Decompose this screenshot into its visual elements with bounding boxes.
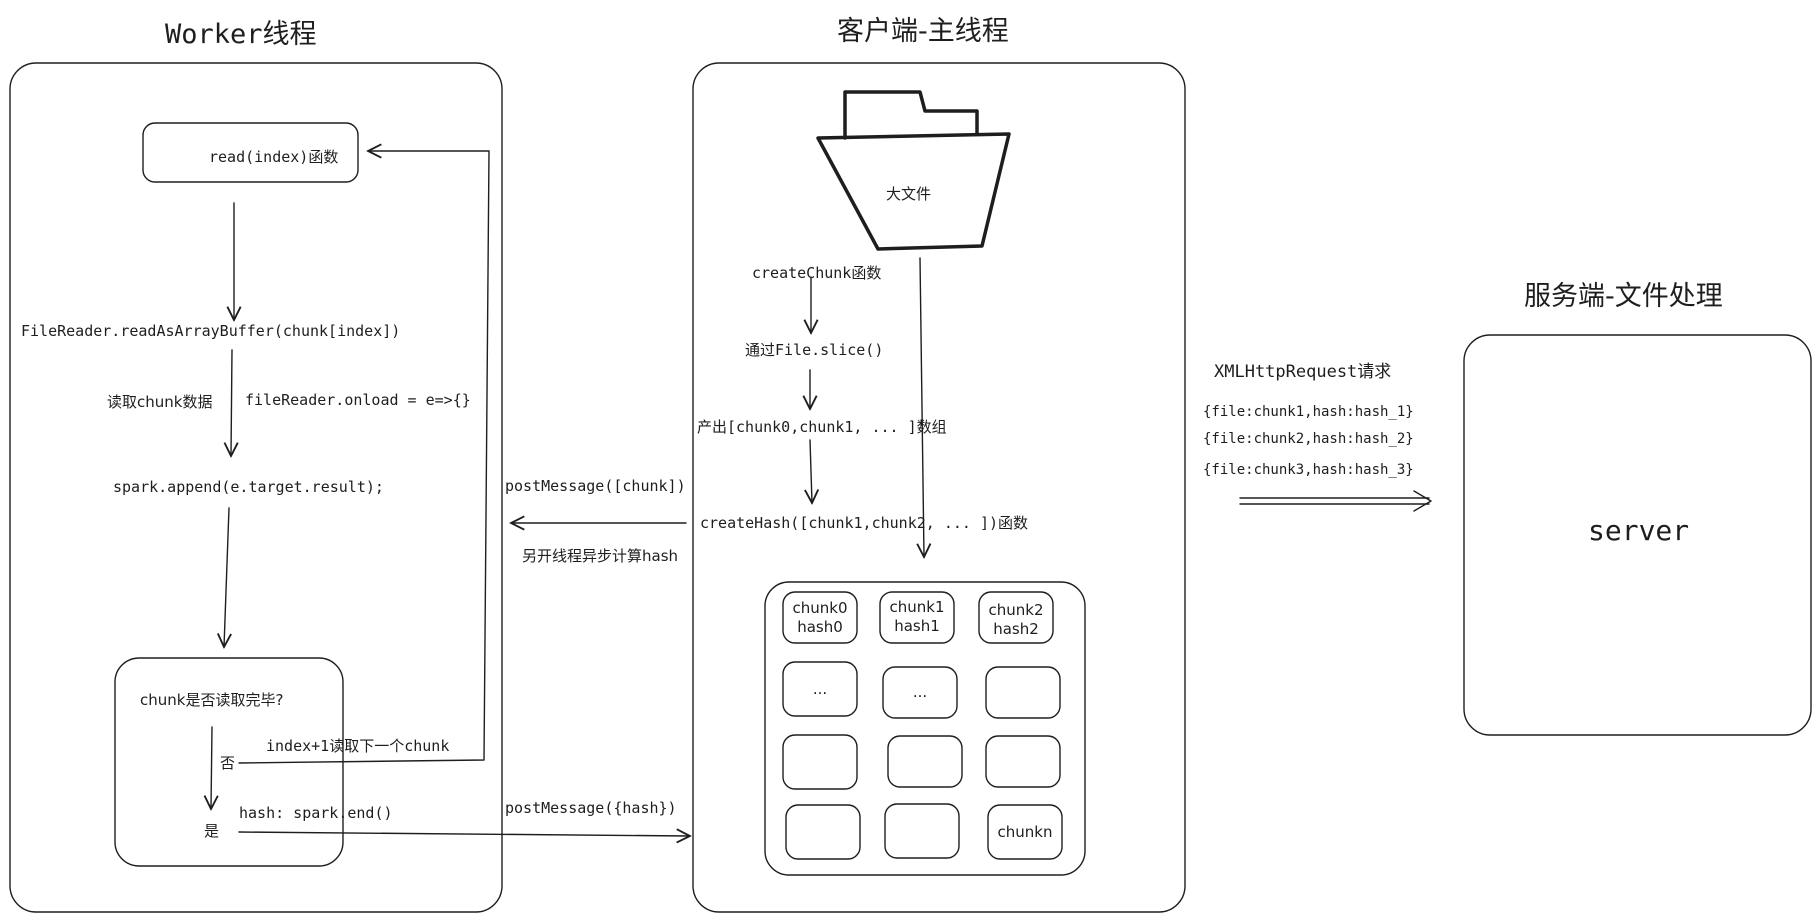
hash-end-label: hash: spark.end() bbox=[239, 804, 393, 822]
arrow-filereader-to-append bbox=[231, 349, 232, 456]
chunk-array-label: 产出[chunk0,chunk1, ... ]数组 bbox=[697, 418, 947, 436]
chunk-cell: chunkn bbox=[997, 822, 1053, 841]
folder-icon bbox=[816, 90, 1011, 251]
post-chunk-label: postMessage([chunk]) bbox=[505, 477, 686, 495]
post-hash-label: postMessage({hash}) bbox=[505, 799, 677, 817]
request-payload: {file:chunk2,hash:hash_2} bbox=[1203, 431, 1414, 447]
spark-append-label: spark.append(e.target.result); bbox=[113, 478, 384, 496]
create-hash-label: createHash([chunk1,chunk2, ... ])函数 bbox=[700, 514, 1029, 532]
arrow-decision-no-to-yes bbox=[211, 726, 212, 809]
read-function-node bbox=[142, 122, 359, 183]
client-title: 客户端-主线程 bbox=[837, 16, 1009, 47]
chunk-grid-container bbox=[764, 581, 1086, 876]
no-label: 否 bbox=[220, 754, 236, 772]
worker-panel bbox=[9, 62, 503, 913]
server-box bbox=[1463, 334, 1812, 736]
arrow-post-hash bbox=[238, 832, 690, 836]
async-note-label: 另开线程异步计算hash bbox=[522, 547, 679, 565]
next-chunk-label: index+1读取下一个chunk bbox=[266, 737, 450, 755]
arrow-loop-back bbox=[238, 151, 490, 764]
chunk-cell: ... bbox=[812, 679, 828, 698]
arrow-request-to-server bbox=[1239, 490, 1432, 512]
request-label: XMLHttpRequest请求 bbox=[1214, 362, 1392, 382]
decision-label: chunk是否读取完毕? bbox=[140, 691, 284, 709]
request-payload: {file:chunk1,hash:hash_1} bbox=[1203, 404, 1414, 420]
big-file-label: 大文件 bbox=[886, 185, 932, 203]
chunk-cells bbox=[782, 591, 1063, 860]
client-panel bbox=[692, 62, 1186, 913]
request-payload: {file:chunk3,hash:hash_3} bbox=[1203, 462, 1414, 478]
chunk-cell: ... bbox=[912, 682, 928, 701]
onload-label: fileReader.onload = e=>{} bbox=[245, 391, 471, 409]
arrow-file-down bbox=[920, 257, 924, 557]
arrow-array-to-hash bbox=[810, 439, 812, 503]
create-chunk-label: createChunk函数 bbox=[752, 264, 882, 282]
arrow-append-to-decision bbox=[224, 507, 229, 647]
read-data-label: 读取chunk数据 bbox=[107, 393, 213, 411]
worker-title: Worker线程 bbox=[165, 19, 317, 50]
server-label: server bbox=[1588, 514, 1690, 547]
yes-label: 是 bbox=[204, 822, 220, 840]
read-function-label: read(index)函数 bbox=[209, 148, 339, 166]
file-slice-label: 通过File.slice() bbox=[745, 341, 884, 359]
filereader-label: FileReader.readAsArrayBuffer(chunk[index… bbox=[21, 322, 401, 340]
server-title: 服务端-文件处理 bbox=[1524, 281, 1723, 312]
